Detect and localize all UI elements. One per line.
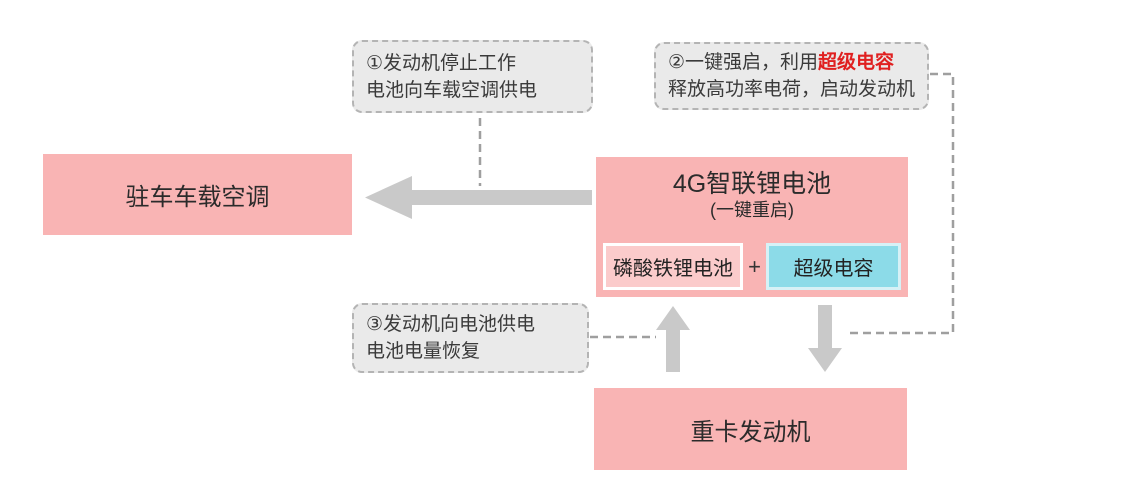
start-flow-arrow-down	[808, 305, 842, 372]
charge-flow-arrow-up	[656, 306, 690, 372]
node-engine: 重卡发动机	[594, 388, 907, 470]
note2-highlight: 超级电容	[818, 52, 895, 73]
node-battery: 4G智联锂电池 (一键重启) 磷酸铁锂电池 + 超级电容	[596, 157, 908, 297]
note-recharge: ③发动机向电池供电 电池电量恢复	[352, 303, 589, 373]
plus-sign: +	[748, 253, 761, 279]
note-one-key-start: ②一键强启，利用超级电容 释放高功率电荷，启动发动机	[654, 42, 929, 110]
note1-line1: ①发动机停止工作	[366, 52, 517, 74]
note2-line1: ②一键强启，利用超级电容	[668, 49, 915, 76]
battery-title: 4G智联锂电池	[672, 170, 832, 198]
note3-line2: 电池电量恢复	[366, 341, 481, 362]
power-flow-arrow-left	[365, 176, 592, 219]
component-lfp-battery: 磷酸铁锂电池	[603, 243, 743, 290]
note2-line1-prefix: ②一键强启，利用	[668, 52, 819, 73]
note3-line1: ③发动机向电池供电	[366, 314, 536, 335]
battery-subtitle: (一键重启)	[710, 200, 794, 220]
engine-label: 重卡发动机	[690, 418, 811, 446]
supercapacitor-label: 超级电容	[793, 258, 874, 280]
lfp-battery-label: 磷酸铁锂电池	[613, 258, 733, 280]
air-conditioner-label: 驻车车载空调	[125, 184, 270, 211]
battery-components-row: 磷酸铁锂电池 + 超级电容	[603, 243, 901, 290]
note2-line2: 释放高功率电荷，启动发动机	[668, 79, 916, 100]
note-engine-stopped: ①发动机停止工作 电池向车载空调供电	[352, 40, 593, 113]
component-supercapacitor: 超级电容	[766, 243, 901, 290]
node-air-conditioner: 驻车车载空调	[43, 154, 352, 235]
note1-line2: 电池向车载空调供电	[366, 79, 538, 101]
